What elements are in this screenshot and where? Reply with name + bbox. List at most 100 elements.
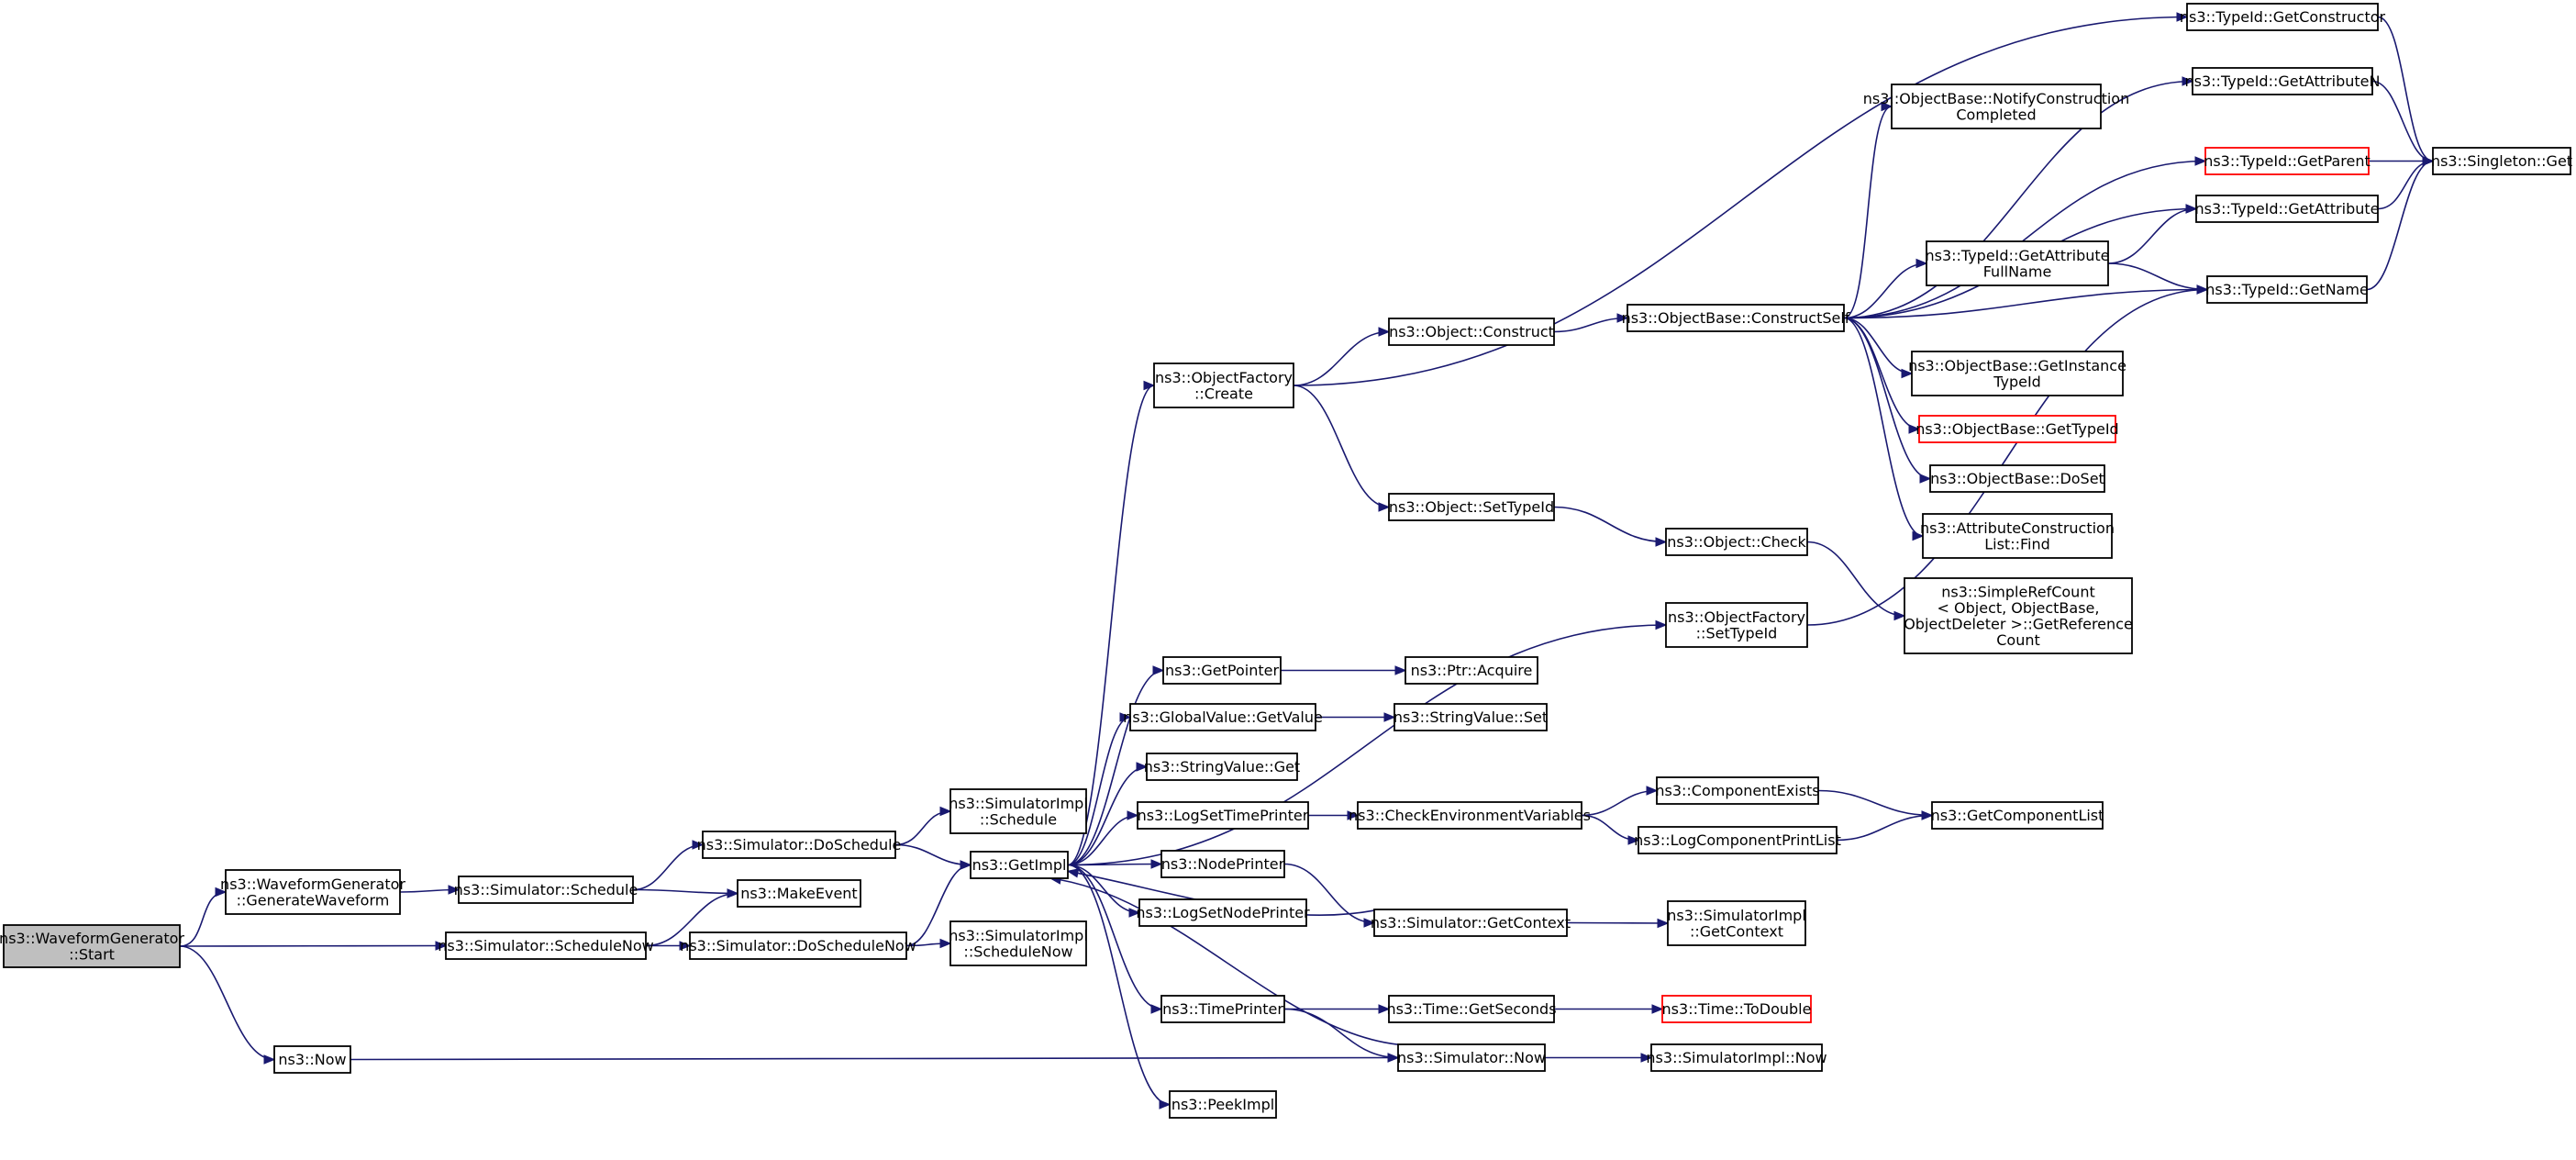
edge-line	[1836, 814, 1933, 842]
edge-line	[645, 892, 738, 947]
arrowhead-icon	[1150, 859, 1163, 869]
node-simplerefcount[interactable]: ns3::SimpleRefCount< Object, ObjectBase,…	[1904, 577, 2133, 654]
node-label: ns3::SimulatorImpl	[949, 795, 1088, 812]
call-edge-objsettypeid-to-objcheck	[1553, 506, 1668, 547]
arrowhead-icon	[1651, 1004, 1664, 1014]
call-edge-constructself-to-getattrfullname	[1843, 258, 1928, 319]
node-getcomplist[interactable]: ns3::GetComponentList	[1931, 801, 2104, 830]
node-getimpl[interactable]: ns3::GetImpl	[970, 851, 1069, 879]
node-doschedulenow[interactable]: ns3::Simulator::DoScheduleNow	[680, 931, 916, 960]
node-start[interactable]: ns3::WaveformGenerator::Start	[0, 924, 184, 968]
edge-line	[1067, 864, 1162, 1010]
node-singletonget[interactable]: ns3::Singleton::Get	[2431, 147, 2572, 175]
node-label: ns3::WaveformGenerator	[0, 930, 184, 947]
arrowhead-icon	[1893, 610, 1906, 621]
node-compexists[interactable]: ns3::ComponentExists	[1655, 776, 1820, 805]
edge-line	[1843, 160, 2206, 319]
node-notifyconstr[interactable]: ns3::ObjectBase::NotifyConstructionCompl…	[1863, 84, 2129, 129]
node-now[interactable]: ns3::Now	[273, 1045, 351, 1074]
node-ptracquire[interactable]: ns3::Ptr::Acquire	[1405, 656, 1538, 685]
arrowhead-icon	[1347, 810, 1360, 820]
node-box	[2195, 195, 2379, 223]
node-svset[interactable]: ns3::StringValue::Set	[1393, 703, 1548, 731]
node-implschedulenow[interactable]: ns3::SimulatorImpl::ScheduleNow	[949, 920, 1088, 966]
call-edge-checkenv-to-compexists	[1581, 786, 1659, 817]
node-implnow[interactable]: ns3::SimulatorImpl::Now	[1646, 1043, 1827, 1072]
node-getseconds[interactable]: ns3::Time::GetSeconds	[1386, 995, 1557, 1023]
node-ofcreate[interactable]: ns3::ObjectFactory::Create	[1153, 362, 1294, 408]
node-box	[949, 788, 1087, 834]
node-constructself[interactable]: ns3::ObjectBase::ConstructSelf	[1622, 304, 1850, 332]
node-box	[1160, 995, 1285, 1023]
node-makeevent[interactable]: ns3::MakeEvent	[737, 879, 861, 908]
node-getparent[interactable]: ns3::TypeId::GetParent	[2204, 147, 2371, 175]
node-doschedule[interactable]: ns3::Simulator::DoSchedule	[697, 831, 902, 859]
edge-line	[2107, 207, 2197, 264]
arrowhead-icon	[960, 860, 972, 870]
call-edge-constructself-to-doset	[1843, 317, 1932, 484]
node-getcontext[interactable]: ns3::Simulator::GetContext	[1371, 909, 1571, 937]
node-box	[1160, 850, 1285, 878]
node-logsetnode[interactable]: ns3::LogSetNodePrinter	[1136, 898, 1310, 927]
node-label: ns3::LogSetTimePrinter	[1138, 807, 1309, 824]
node-label: ns3::TypeId::GetAttributeN	[2185, 72, 2381, 90]
node-ofsettypeid[interactable]: ns3::ObjectFactory::SetTypeId	[1665, 602, 1808, 648]
node-label: ns3::ObjectBase::NotifyConstruction	[1863, 90, 2129, 107]
node-objsettypeid[interactable]: ns3::Object::SetTypeId	[1388, 493, 1555, 521]
node-gvgetvalue[interactable]: ns3::GlobalValue::GetValue	[1123, 703, 1323, 731]
arrowhead-icon	[1616, 313, 1629, 323]
node-label: ns3::GlobalValue::GetValue	[1123, 708, 1323, 726]
node-label: < Object, ObjectBase,	[1938, 599, 2100, 617]
arrowhead-icon	[2182, 76, 2194, 86]
node-box	[1656, 776, 1819, 805]
node-simnow[interactable]: ns3::Simulator::Now	[1397, 1043, 1546, 1072]
node-label: ns3::Object::SetTypeId	[1389, 498, 1554, 516]
node-label: ::GetContext	[1690, 922, 1783, 940]
node-box	[1627, 304, 1845, 332]
node-logsettime[interactable]: ns3::LogSetTimePrinter	[1137, 801, 1309, 830]
call-edge-constructself-to-getparent	[1843, 156, 2207, 319]
arrowhead-icon	[1919, 474, 1932, 484]
node-schedulenow[interactable]: ns3::Simulator::ScheduleNow	[438, 931, 654, 960]
call-edge-getattrfullname-to-getname	[2107, 262, 2209, 295]
node-box	[1904, 577, 2133, 654]
node-nodeprinter[interactable]: ns3::NodePrinter	[1160, 850, 1285, 878]
node-implgetcontext[interactable]: ns3::SimulatorImpl::GetContext	[1667, 900, 1806, 946]
node-label: FullName	[1983, 262, 2052, 280]
node-getpointer[interactable]: ns3::GetPointer	[1162, 656, 1282, 685]
node-objcheck[interactable]: ns3::Object::Check	[1665, 528, 1808, 556]
node-label: ns3::ComponentExists	[1655, 782, 1819, 799]
node-implschedule[interactable]: ns3::SimulatorImpl::Schedule	[949, 788, 1088, 834]
node-obgettypeid[interactable]: ns3::ObjectBase::GetTypeId	[1915, 415, 2119, 443]
edge-line	[894, 843, 972, 866]
node-getattribute[interactable]: ns3::TypeId::GetAttribute	[2194, 195, 2380, 223]
call-edge-doschedule-to-getimpl	[894, 843, 972, 870]
node-genwave[interactable]: ns3::WaveformGenerator::GenerateWaveform	[220, 869, 405, 915]
node-label: ns3::AttributeConstruction	[1920, 519, 2115, 537]
node-getattributen[interactable]: ns3::TypeId::GetAttributeN	[2185, 67, 2381, 95]
arrowhead-icon	[1908, 424, 1921, 434]
arrowhead-icon	[939, 938, 952, 949]
edge-line	[1843, 288, 2208, 319]
arrowhead-icon	[448, 885, 461, 895]
node-label: ns3::Object::Construct	[1389, 323, 1554, 340]
node-objconstruct[interactable]: ns3::Object::Construct	[1388, 318, 1555, 346]
node-peekimpl[interactable]: ns3::PeekImpl	[1169, 1090, 1277, 1119]
node-schedule[interactable]: ns3::Simulator::Schedule	[454, 876, 638, 904]
node-checkenv[interactable]: ns3::CheckEnvironmentVariables	[1349, 801, 1591, 830]
node-getconstructor[interactable]: ns3::TypeId::GetConstructor	[2180, 3, 2386, 31]
node-doset[interactable]: ns3::ObjectBase::DoSet	[1929, 464, 2105, 493]
node-label: ns3::TimePrinter	[1162, 1000, 1283, 1018]
node-todouble[interactable]: ns3::Time::ToDouble	[1661, 995, 1812, 1023]
call-edge-logcomplist-to-getcomplist	[1836, 810, 1934, 842]
node-logcomplist[interactable]: ns3::LogComponentPrintList	[1634, 826, 1841, 854]
edge-line	[1566, 921, 1669, 924]
node-svget[interactable]: ns3::StringValue::Get	[1144, 753, 1300, 781]
arrowhead-icon	[215, 887, 228, 898]
node-getname[interactable]: ns3::TypeId::GetName	[2205, 275, 2369, 304]
node-box	[2432, 147, 2571, 175]
node-timeprinter[interactable]: ns3::TimePrinter	[1160, 995, 1285, 1023]
